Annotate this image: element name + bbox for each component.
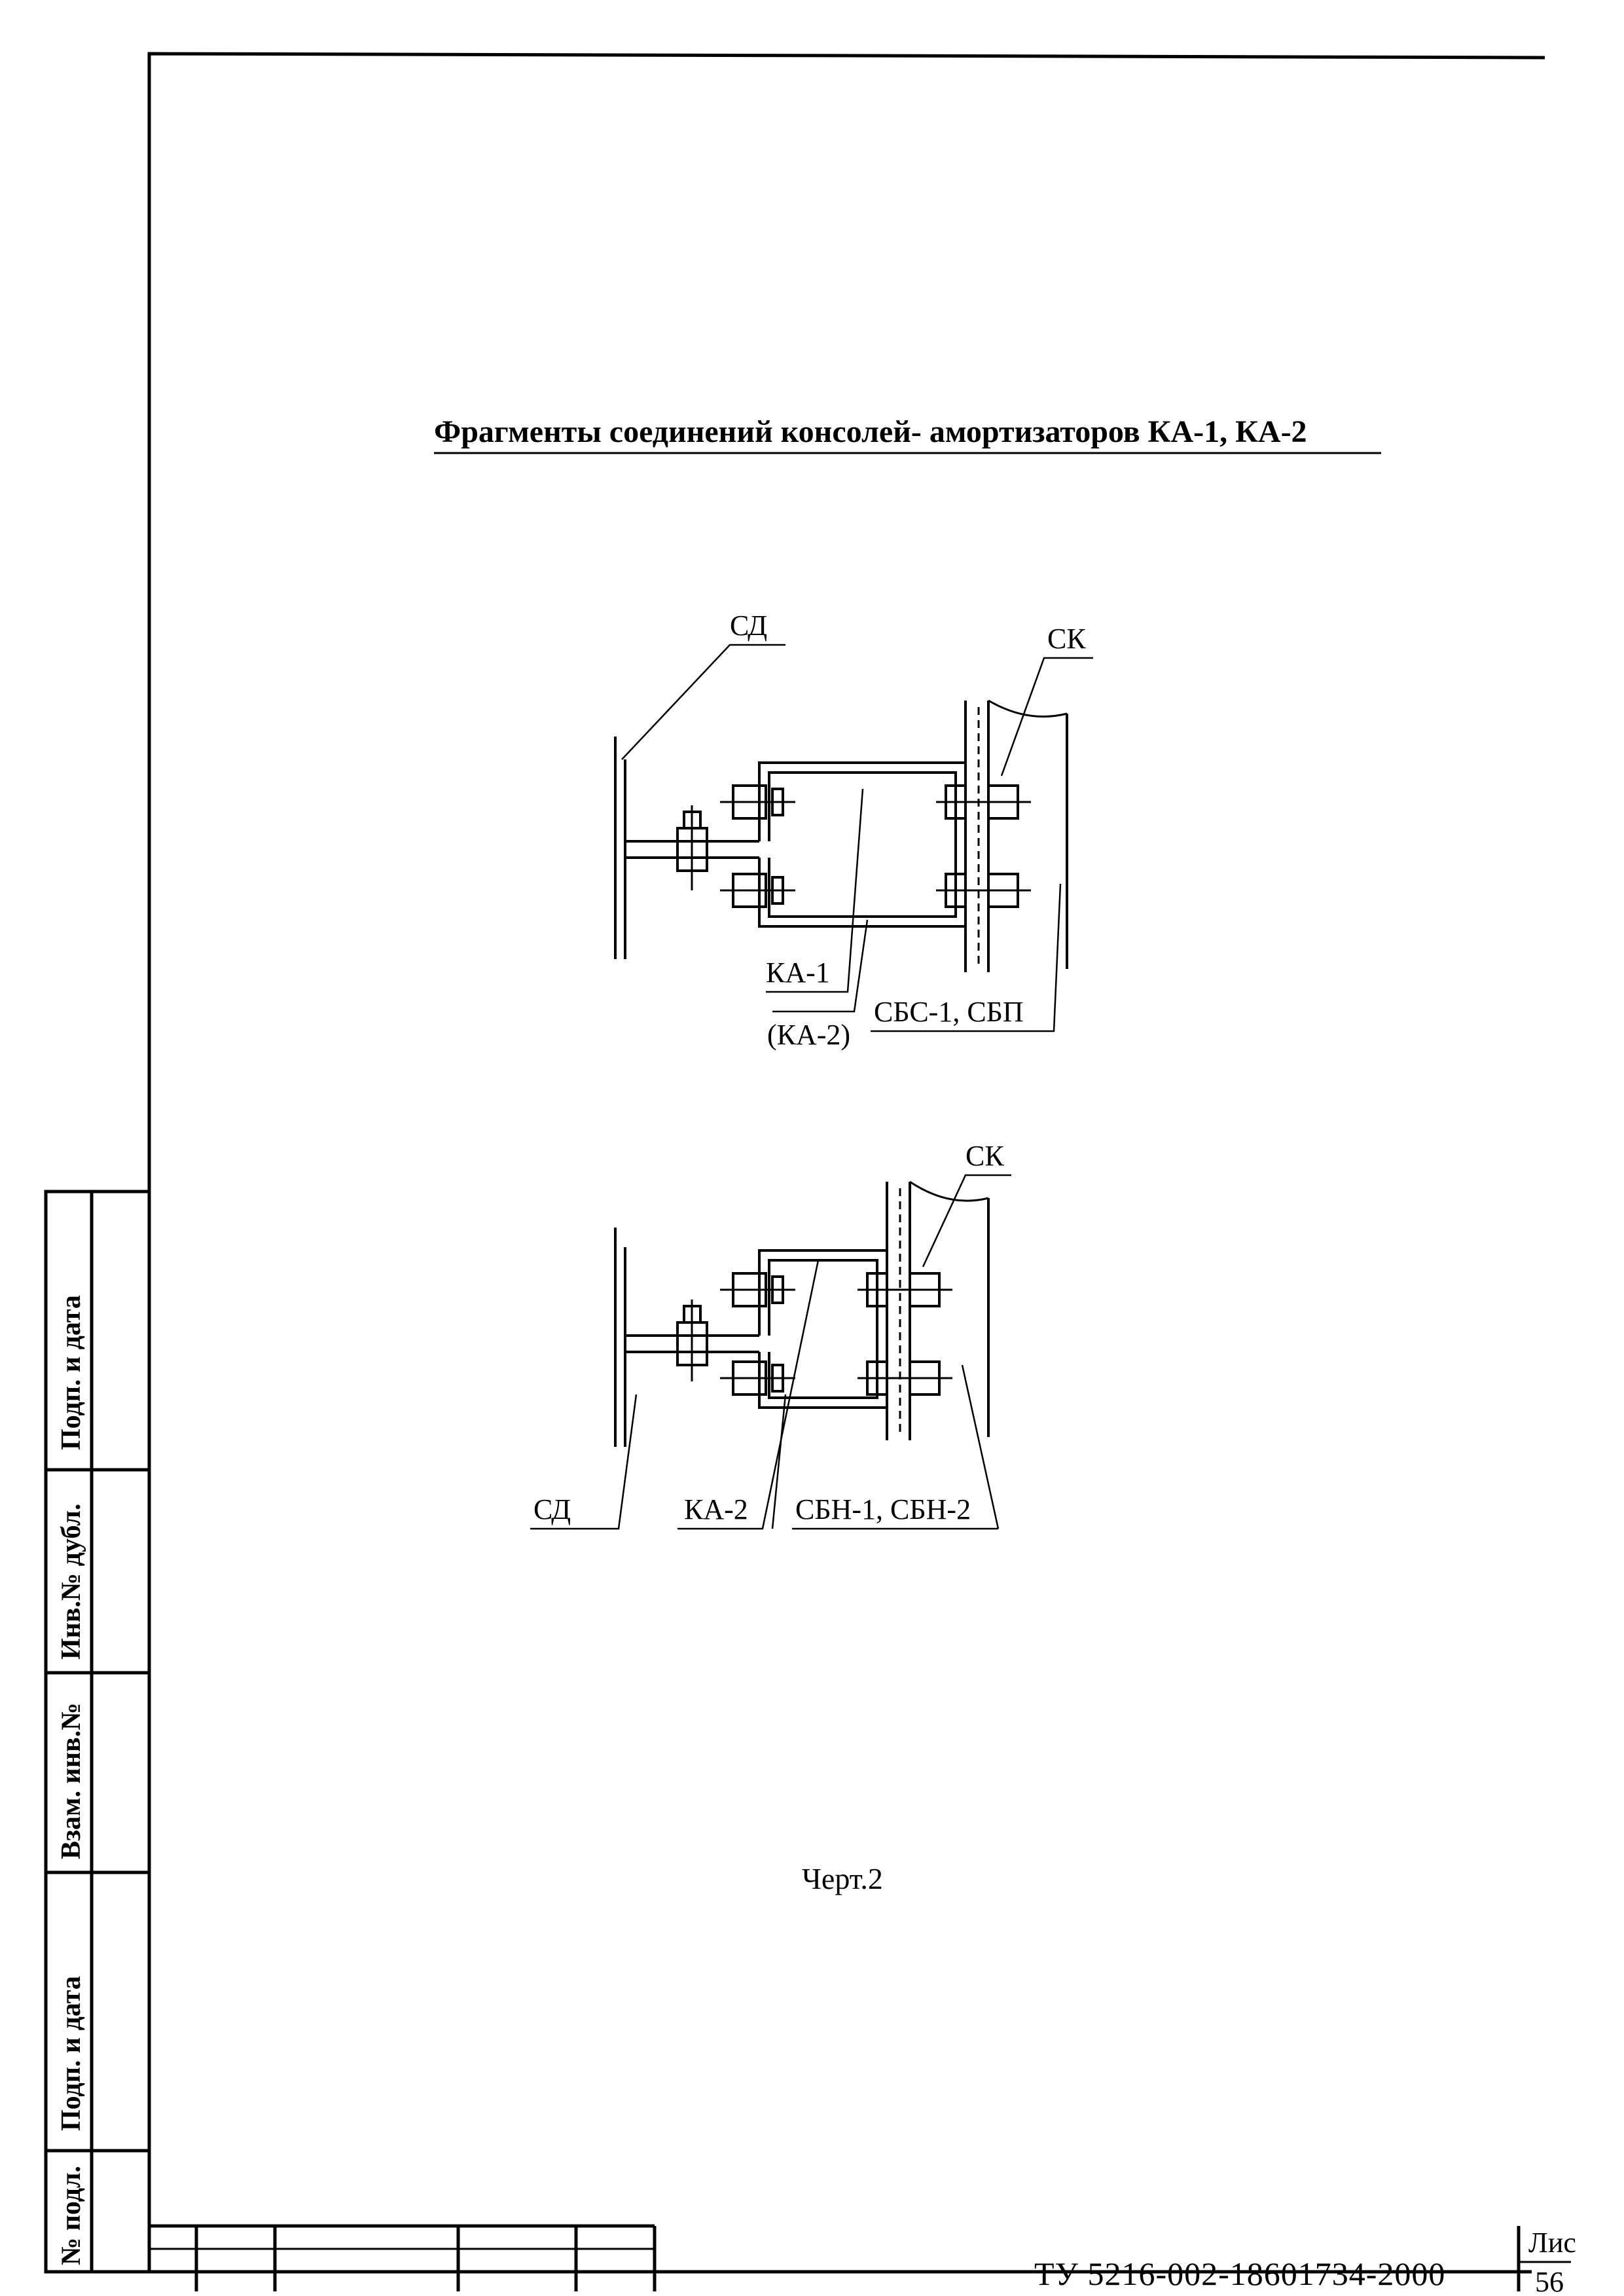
title-block-sheet-label: Лис [1528,2227,1576,2259]
fragment-top-leaders [621,644,1093,1032]
fragment-bottom-label-sb: СБН-1, СБН-2 [795,1493,971,1525]
fragment-top-bolt-4 [936,784,1031,820]
fragment-top-bolt-5 [936,873,1031,908]
fragment-top-label-ka-alt: (КА-2) [767,1019,850,1051]
fragment-bottom-bolt-2 [720,1360,795,1396]
title-block: ТУ 5216-002-18601734-2000 Лис 56 [149,2224,1576,2296]
side-stamp-inv-podl: № подл. [56,2166,86,2265]
fragment-bottom-bolt-5 [857,1360,952,1396]
fragment-bottom-label-ka: КА-2 [684,1493,748,1525]
fragment-bottom-column-sk [886,1180,990,1440]
fragment-bottom-bolt-1 [720,1272,795,1307]
side-stamp-vzam-inv: Взам. инв.№ [56,1703,86,1859]
fragment-top-column-sk [964,699,1068,972]
drawing-caption: Черт.2 [802,1862,883,1895]
fragment-top-beam-sd [614,737,759,959]
fragment-top-label-sb: СБС-1, СБП [874,996,1024,1028]
fragment-top-bracket-ka [758,761,967,928]
side-stamp-podp-data-bottom: Подп. и дата [56,1976,86,2131]
side-stamp: Подп. и дата Инв.№ дубл. Взам. инв.№ Под… [44,1190,151,2274]
fragment-bottom-bolt-4 [857,1272,952,1307]
fragment-top-label-sd: СД [730,610,767,642]
fragment-top-label-sk: СК [1047,623,1086,655]
drawing-title: Фрагменты соединений консолей- амортизат… [434,414,1307,449]
title-block-doc-number: ТУ 5216-002-18601734-2000 [1034,2255,1445,2292]
fragment-top: СД СК КА-1 (КА-2) СБС-1, СБП [614,610,1093,1051]
sheet-frame [147,52,1545,2274]
side-stamp-inv-dubl: Инв.№ дубл. [56,1504,86,1660]
fragment-top-label-ka: КА-1 [766,957,830,989]
side-stamp-podp-data-top: Подп. и дата [56,1295,86,1450]
fragment-top-bolt-1 [720,784,795,820]
fragment-top-bolt-3 [676,805,708,890]
fragment-bottom-bolt-3 [676,1300,708,1381]
fragment-bottom: СК СД КА-2 СБН-1, СБН-2 [530,1140,1011,1530]
fragment-bottom-beam-sd [614,1228,759,1447]
fragment-top-bolt-2 [720,873,795,908]
title-block-sheet-number: 56 [1535,2266,1564,2296]
fragment-bottom-label-sd: СД [533,1493,571,1525]
fragment-bottom-leaders [530,1174,1011,1530]
fragment-bottom-label-sk: СК [965,1140,1004,1172]
